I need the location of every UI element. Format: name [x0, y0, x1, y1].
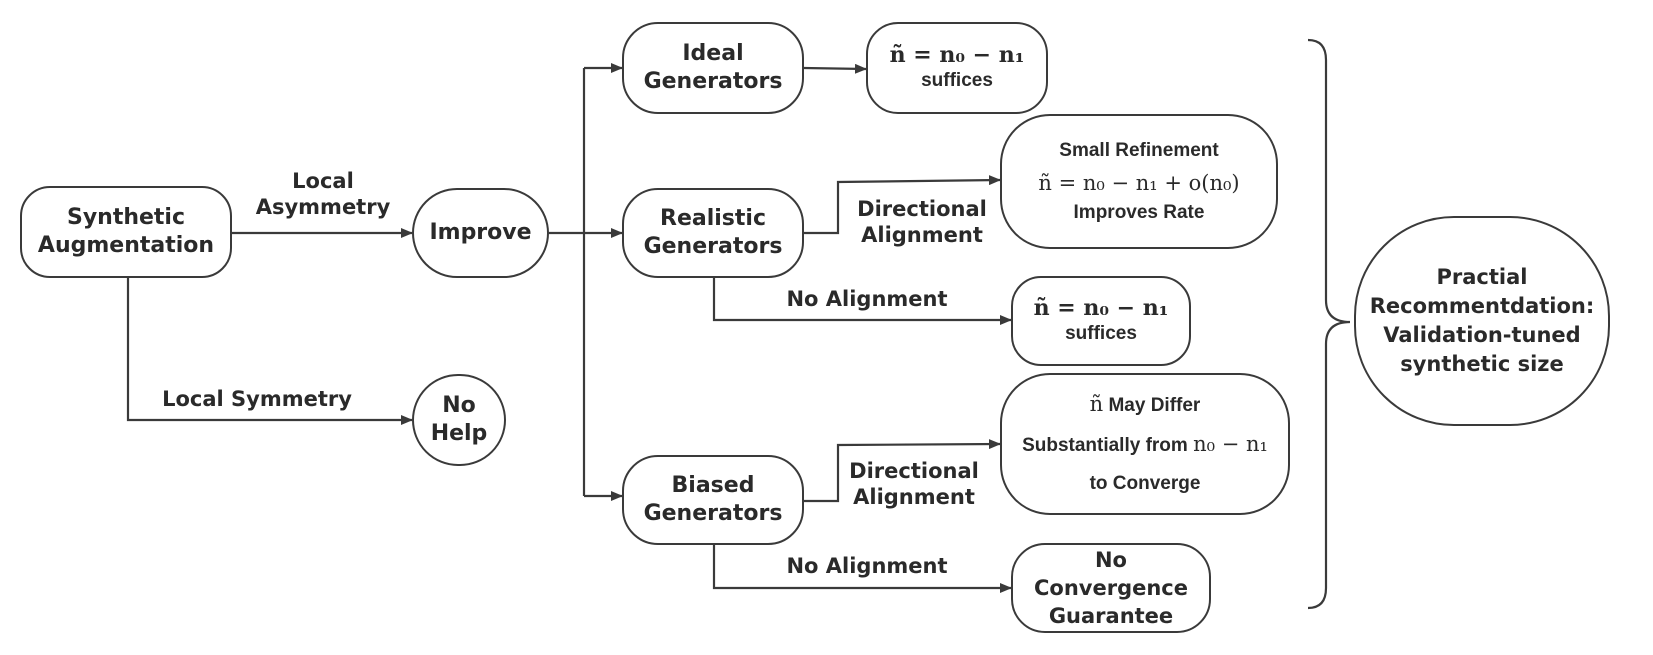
edge-realistic-directional	[804, 175, 1001, 235]
edge-label-local-asymmetry: Local Asymmetry	[248, 168, 398, 220]
realistic-aligned-title: Small Refinement	[1059, 139, 1219, 161]
recommendation-line-4: synthetic size	[1400, 352, 1564, 376]
realistic-unaligned-result-node: ñ = n₀ − n₁ suffices	[1011, 276, 1191, 366]
recommendation-brace	[1307, 38, 1351, 610]
local-asymmetry-line-2: Asymmetry	[255, 195, 391, 219]
edge-realistic-no-alignment	[712, 278, 1012, 325]
biased-unaligned-result-node: No Convergence Guarantee	[1011, 543, 1211, 633]
no-help-line-1: No	[442, 393, 476, 418]
no-help-node: No Help	[412, 374, 506, 466]
edge-label-biased-no-alignment: No Alignment	[782, 553, 952, 579]
improve-node: Improve	[412, 188, 549, 278]
synthetic-augmentation-node: Synthetic Augmentation	[20, 186, 232, 278]
recommendation-line-2: Recommentdation:	[1369, 294, 1595, 318]
edge-augmentation-to-no-help	[126, 278, 413, 425]
recommendation-node: Practial Recommentdation: Validation-tun…	[1354, 216, 1610, 426]
realistic-directional-line-2: Alignment	[861, 223, 983, 247]
biased-aligned-line-2: Substantially from n₀ − n₁	[1022, 432, 1268, 458]
ideal-result-formula: ñ = n₀ − n₁	[889, 42, 1025, 68]
biased-generators-line-1: Biased	[671, 473, 755, 498]
synthetic-augmentation-line-2: Augmentation	[37, 233, 215, 258]
edge-label-realistic-no-alignment: No Alignment	[782, 286, 952, 312]
biased-aligned-symbol: ñ	[1089, 392, 1104, 416]
biased-unaligned-line-1: No	[1094, 548, 1127, 572]
edge-biased-directional	[804, 439, 1001, 503]
biased-unaligned-line-2: Convergence	[1034, 576, 1188, 600]
biased-aligned-line-2-text: Substantially from	[1022, 435, 1188, 456]
biased-aligned-line-2-formula: n₀ − n₁	[1193, 432, 1268, 456]
realistic-unaligned-formula: ñ = n₀ − n₁	[1033, 295, 1169, 321]
biased-directional-line-1: Directional	[849, 459, 979, 483]
biased-aligned-line-3: to Converge	[1089, 473, 1201, 494]
realistic-generators-node: Realistic Generators	[622, 188, 804, 278]
biased-generators-node: Biased Generators	[622, 455, 804, 545]
edge-ideal-to-result	[803, 63, 867, 74]
recommendation-line-3: Validation-tuned	[1383, 323, 1581, 347]
realistic-aligned-formula: ñ = n₀ − n₁ + o(n₀)	[1038, 170, 1240, 195]
biased-aligned-line-1-text: May Differ	[1108, 395, 1201, 416]
no-help-line-2: Help	[430, 421, 488, 446]
improve-label: Improve	[429, 220, 532, 245]
realistic-no-alignment-text: No Alignment	[786, 287, 948, 311]
local-symmetry-text: Local Symmetry	[162, 387, 352, 411]
edge-label-realistic-directional: Directional Alignment	[848, 196, 996, 248]
edge-biased-no-alignment	[712, 545, 1012, 593]
realistic-generators-line-1: Realistic	[660, 206, 766, 231]
realistic-directional-line-1: Directional	[857, 197, 987, 221]
biased-aligned-result-node: ñ May Differ Substantially from n₀ − n₁ …	[1000, 373, 1290, 515]
realistic-aligned-text: Improves Rate	[1073, 201, 1205, 223]
ideal-generators-node: Ideal Generators	[622, 22, 804, 114]
biased-unaligned-line-3: Guarantee	[1048, 604, 1174, 628]
ideal-result-text: suffices	[921, 70, 993, 91]
biased-no-alignment-text: No Alignment	[786, 554, 948, 578]
local-asymmetry-line-1: Local	[292, 169, 354, 193]
synthetic-augmentation-line-1: Synthetic	[66, 205, 186, 230]
biased-directional-line-2: Alignment	[853, 485, 975, 509]
realistic-unaligned-text: suffices	[1065, 323, 1137, 344]
ideal-result-node: ñ = n₀ − n₁ suffices	[866, 22, 1048, 114]
recommendation-line-1: Practial	[1436, 265, 1528, 289]
biased-generators-line-2: Generators	[643, 501, 783, 526]
realistic-aligned-result-node: Small Refinement ñ = n₀ − n₁ + o(n₀) Imp…	[1000, 114, 1278, 249]
ideal-generators-line-1: Ideal	[682, 41, 744, 66]
ideal-generators-line-2: Generators	[643, 69, 783, 94]
edge-label-local-symmetry: Local Symmetry	[148, 386, 366, 412]
biased-aligned-line-1: ñ May Differ	[1090, 392, 1201, 418]
edge-label-biased-directional: Directional Alignment	[840, 458, 988, 510]
realistic-generators-line-2: Generators	[643, 234, 783, 259]
